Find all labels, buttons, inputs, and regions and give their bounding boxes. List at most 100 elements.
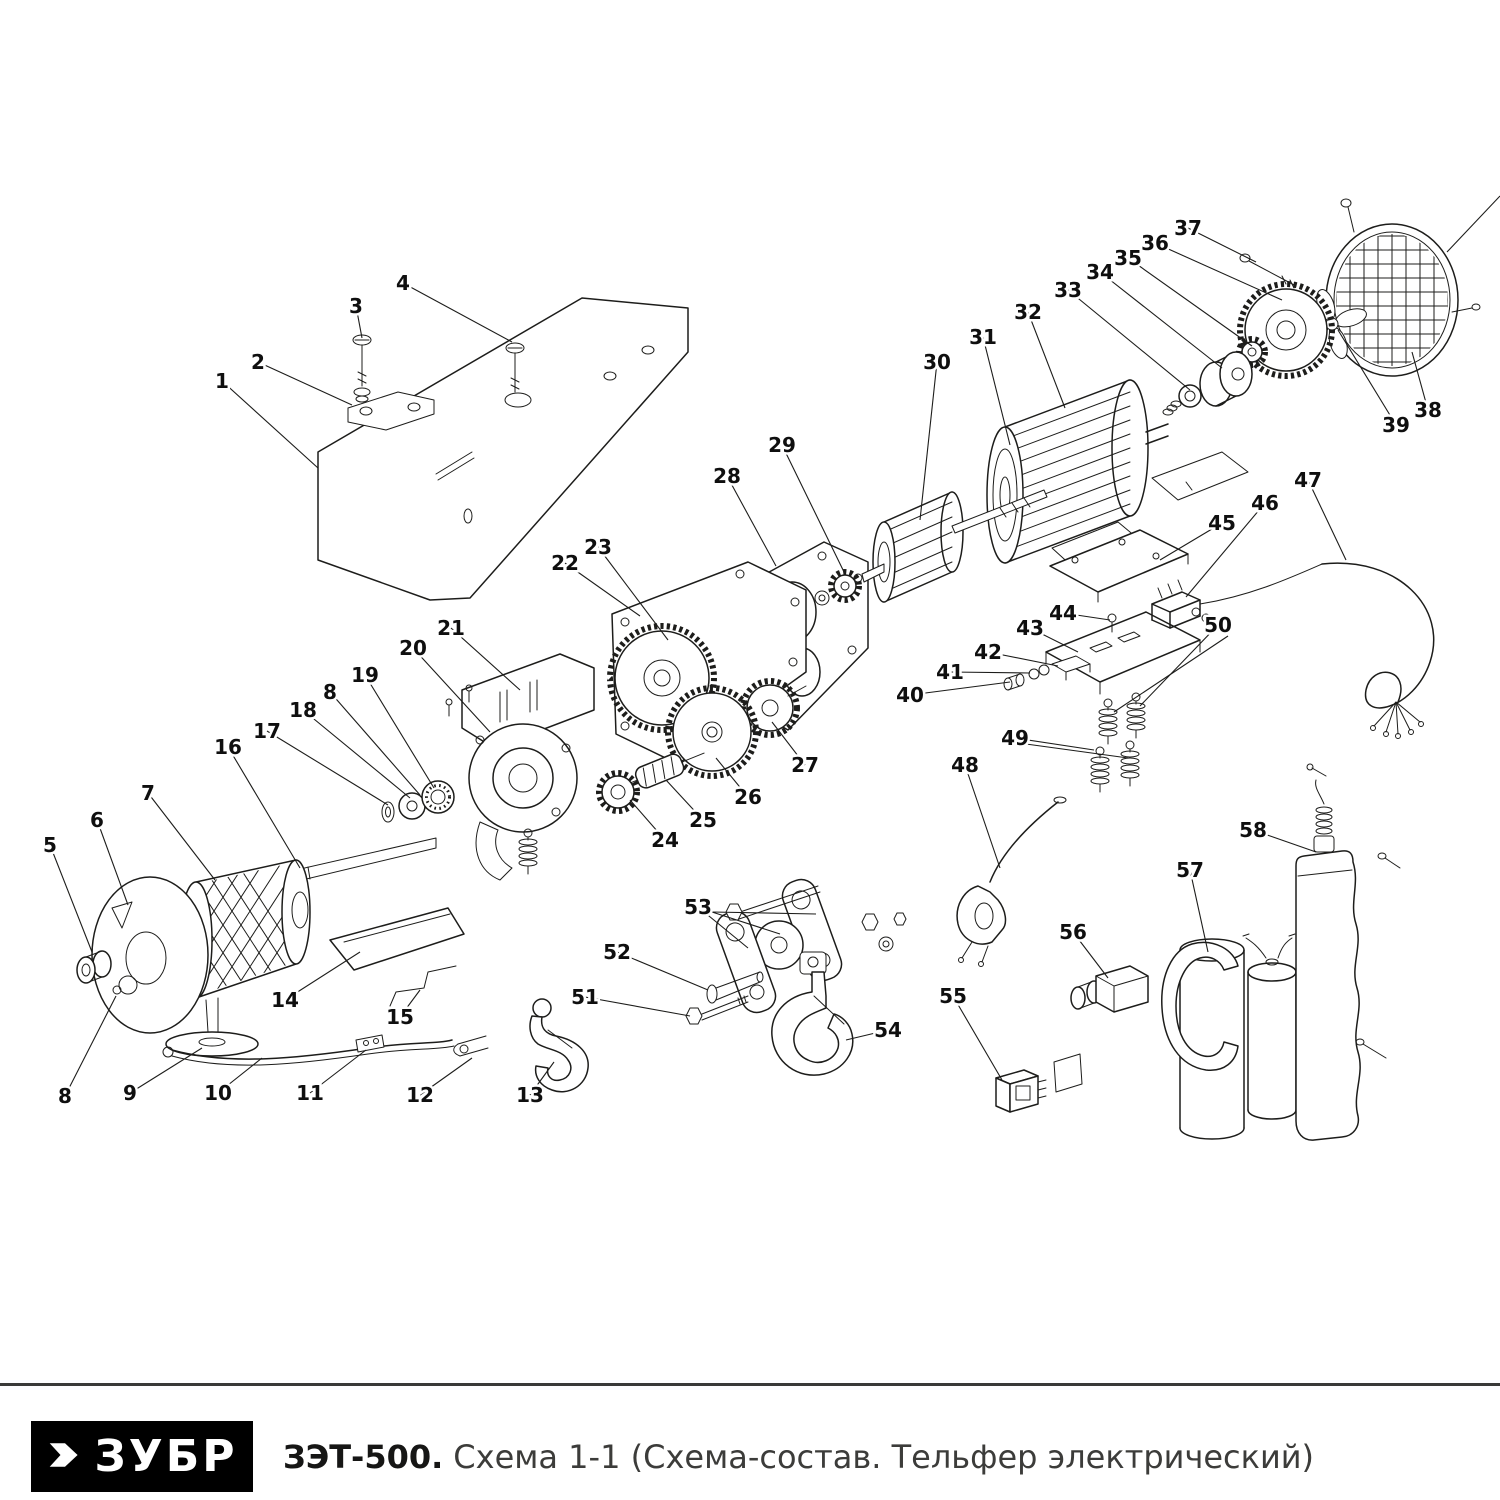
capacitor-housing-drawing [1161,933,1297,1140]
leader-line-41 [949,671,1031,674]
electrical-base-drawing [1003,529,1211,695]
leader-line-36 [1154,242,1283,301]
brand-name: ЗУБР [94,1430,238,1482]
part-label-35: 35 [1114,246,1142,270]
leader-line-28 [726,475,777,567]
part-label-26: 26 [734,785,762,809]
leader-line-2 [257,361,353,406]
leader-line-38 [1411,351,1429,411]
leader-line-30 [919,361,938,521]
leader-line-7 [147,792,216,881]
part-label-17: 17 [253,719,281,743]
leader-line-25 [665,779,704,821]
part-label-5: 5 [43,833,57,857]
part-label-54: 54 [874,1018,902,1042]
leader-line-19 [364,674,435,789]
leader-line-9 [129,1047,203,1094]
part-label-13: 13 [516,1083,544,1107]
leader-line-8 [64,995,117,1097]
leader-line-20 [412,647,491,733]
pulley-block-drawing [685,878,907,1076]
part-label-36: 36 [1141,231,1169,255]
part-label-53: 53 [684,895,712,919]
leader-line-35 [1127,257,1253,347]
part-label-3: 3 [349,294,363,318]
part-label-40: 40 [896,683,924,707]
part-label-8: 8 [323,680,337,704]
leader-line-26 [715,757,749,798]
part-label-14: 14 [271,988,299,1012]
leader-line-27 [771,721,806,766]
rope-and-hook-drawing [162,998,589,1093]
brake-fan-assembly-drawing [1162,198,1367,416]
part-label-12: 12 [406,1083,434,1107]
leader-line-17 [266,730,389,806]
part-label-15: 15 [386,1005,414,1029]
leader-line-40 [909,681,1011,696]
leader-line-21 [450,627,521,691]
leader-line-47 [1307,479,1347,561]
part-label-32: 32 [1014,300,1042,324]
leader-line-37 [1187,227,1257,263]
diagram-caption: ЗЭТ-500. Схема 1-1 (Схема-состав. Тельфе… [283,1421,1314,1492]
leader-line-5 [49,844,93,953]
part-label-52: 52 [603,940,631,964]
footer-divider [0,1383,1500,1386]
leader-line-45 [1159,522,1223,561]
part-label-45: 45 [1208,511,1236,535]
leader-line-12 [419,1057,473,1096]
brand-arrow-icon [47,1437,83,1477]
leader-line-56 [1072,931,1109,979]
part-label-25: 25 [689,808,717,832]
part-label-46: 46 [1251,491,1279,515]
part-label-1: 1 [215,369,229,393]
power-cable-drawing [1199,562,1435,739]
part-label-2: 2 [251,350,265,374]
leader-line-43 [1029,627,1079,653]
part-label-58: 58 [1239,818,1267,842]
switch-drawing [995,1053,1083,1113]
leader-line-16 [227,746,301,869]
part-label-57: 57 [1176,858,1204,882]
leader-line-10 [217,1057,263,1094]
part-label-56: 56 [1059,920,1087,944]
part-label-11: 11 [296,1081,324,1105]
leader-line-42 [987,651,1059,667]
leader-line-34 [1099,271,1223,369]
part-label-22: 22 [551,551,579,575]
leader-line-50 [1139,624,1219,707]
leader-line-29 [781,444,846,575]
leader-line-53 [697,906,749,949]
leader-line-14 [284,951,361,1001]
part-label-34: 34 [1086,260,1114,284]
part-label-44: 44 [1049,601,1077,625]
leader-line-18 [302,709,411,799]
part-label-9: 9 [123,1081,137,1105]
rotor-drawing [814,489,1048,606]
leader-line-11 [309,1049,367,1094]
part-label-24: 24 [651,828,679,852]
part-label-43: 43 [1016,616,1044,640]
part-label-7: 7 [141,781,155,805]
leader-line-4 [402,282,513,343]
leader-line-49 [1014,737,1095,751]
part-label-47: 47 [1294,468,1322,492]
part-label-33: 33 [1054,278,1082,302]
part-label-27: 27 [791,753,819,777]
fan-cover-drawing [1325,223,1481,377]
limit-stop-drawing [1070,965,1149,1013]
part-label-42: 42 [974,640,1002,664]
leader-line-52 [616,951,709,991]
corner-leader-line [1446,195,1500,253]
part-label-20: 20 [399,636,427,660]
leader-line-15 [399,989,421,1018]
part-label-39: 39 [1382,413,1410,437]
leader-line-39 [1337,329,1397,426]
leader-line-54 [845,1029,889,1041]
part-label-18: 18 [289,698,317,722]
caption-text: Схема 1-1 (Схема-состав. Тельфер электри… [453,1437,1315,1476]
gear-train-drawing [596,561,807,814]
part-label-29: 29 [768,433,796,457]
